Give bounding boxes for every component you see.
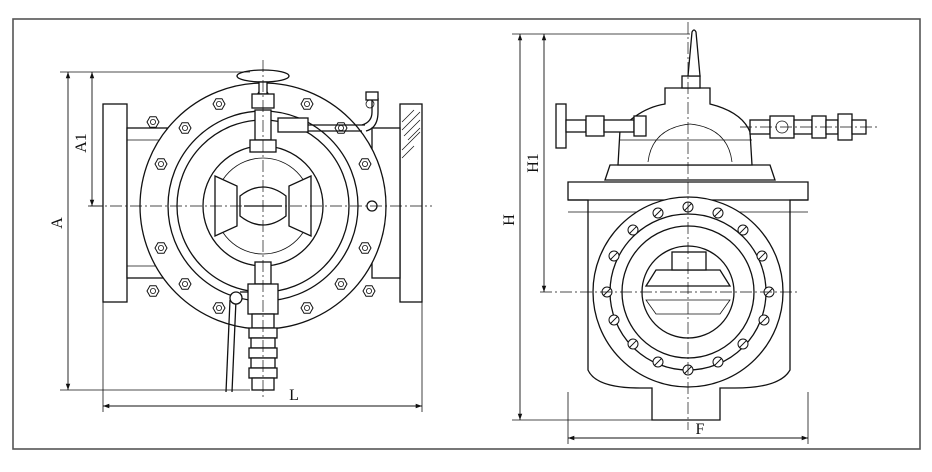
label-h1: H1 — [525, 153, 542, 173]
top-handle — [687, 29, 701, 77]
label-f: F — [696, 421, 705, 438]
bonnet — [617, 87, 753, 166]
side-view: H H1 F — [501, 22, 880, 444]
label-l: L — [289, 387, 299, 404]
front-view: A A1 L — [49, 60, 432, 412]
sheet-border — [12, 18, 921, 450]
flange-hatch — [401, 109, 421, 159]
drain-lever — [225, 299, 231, 393]
side-handwheel — [555, 103, 567, 149]
label-a: A — [49, 217, 66, 229]
label-h: H — [501, 214, 518, 226]
label-a1: A1 — [73, 133, 90, 153]
left-flange — [102, 103, 128, 303]
